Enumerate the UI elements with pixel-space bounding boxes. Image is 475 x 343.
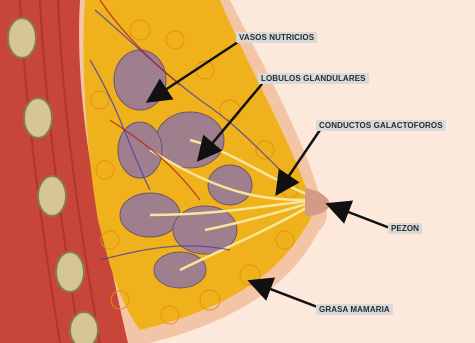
label-conductos-galactoforos: CONDUCTOS GALACTOFOROS	[316, 120, 446, 131]
label-pezon: PEZON	[388, 223, 422, 234]
label-grasa-mamaria: GRASA MAMARIA	[316, 304, 393, 315]
label-vasos-nutricios: VASOS NUTRICIOS	[236, 32, 317, 43]
label-lobulos-glandulares: LOBULOS GLANDULARES	[258, 73, 369, 84]
